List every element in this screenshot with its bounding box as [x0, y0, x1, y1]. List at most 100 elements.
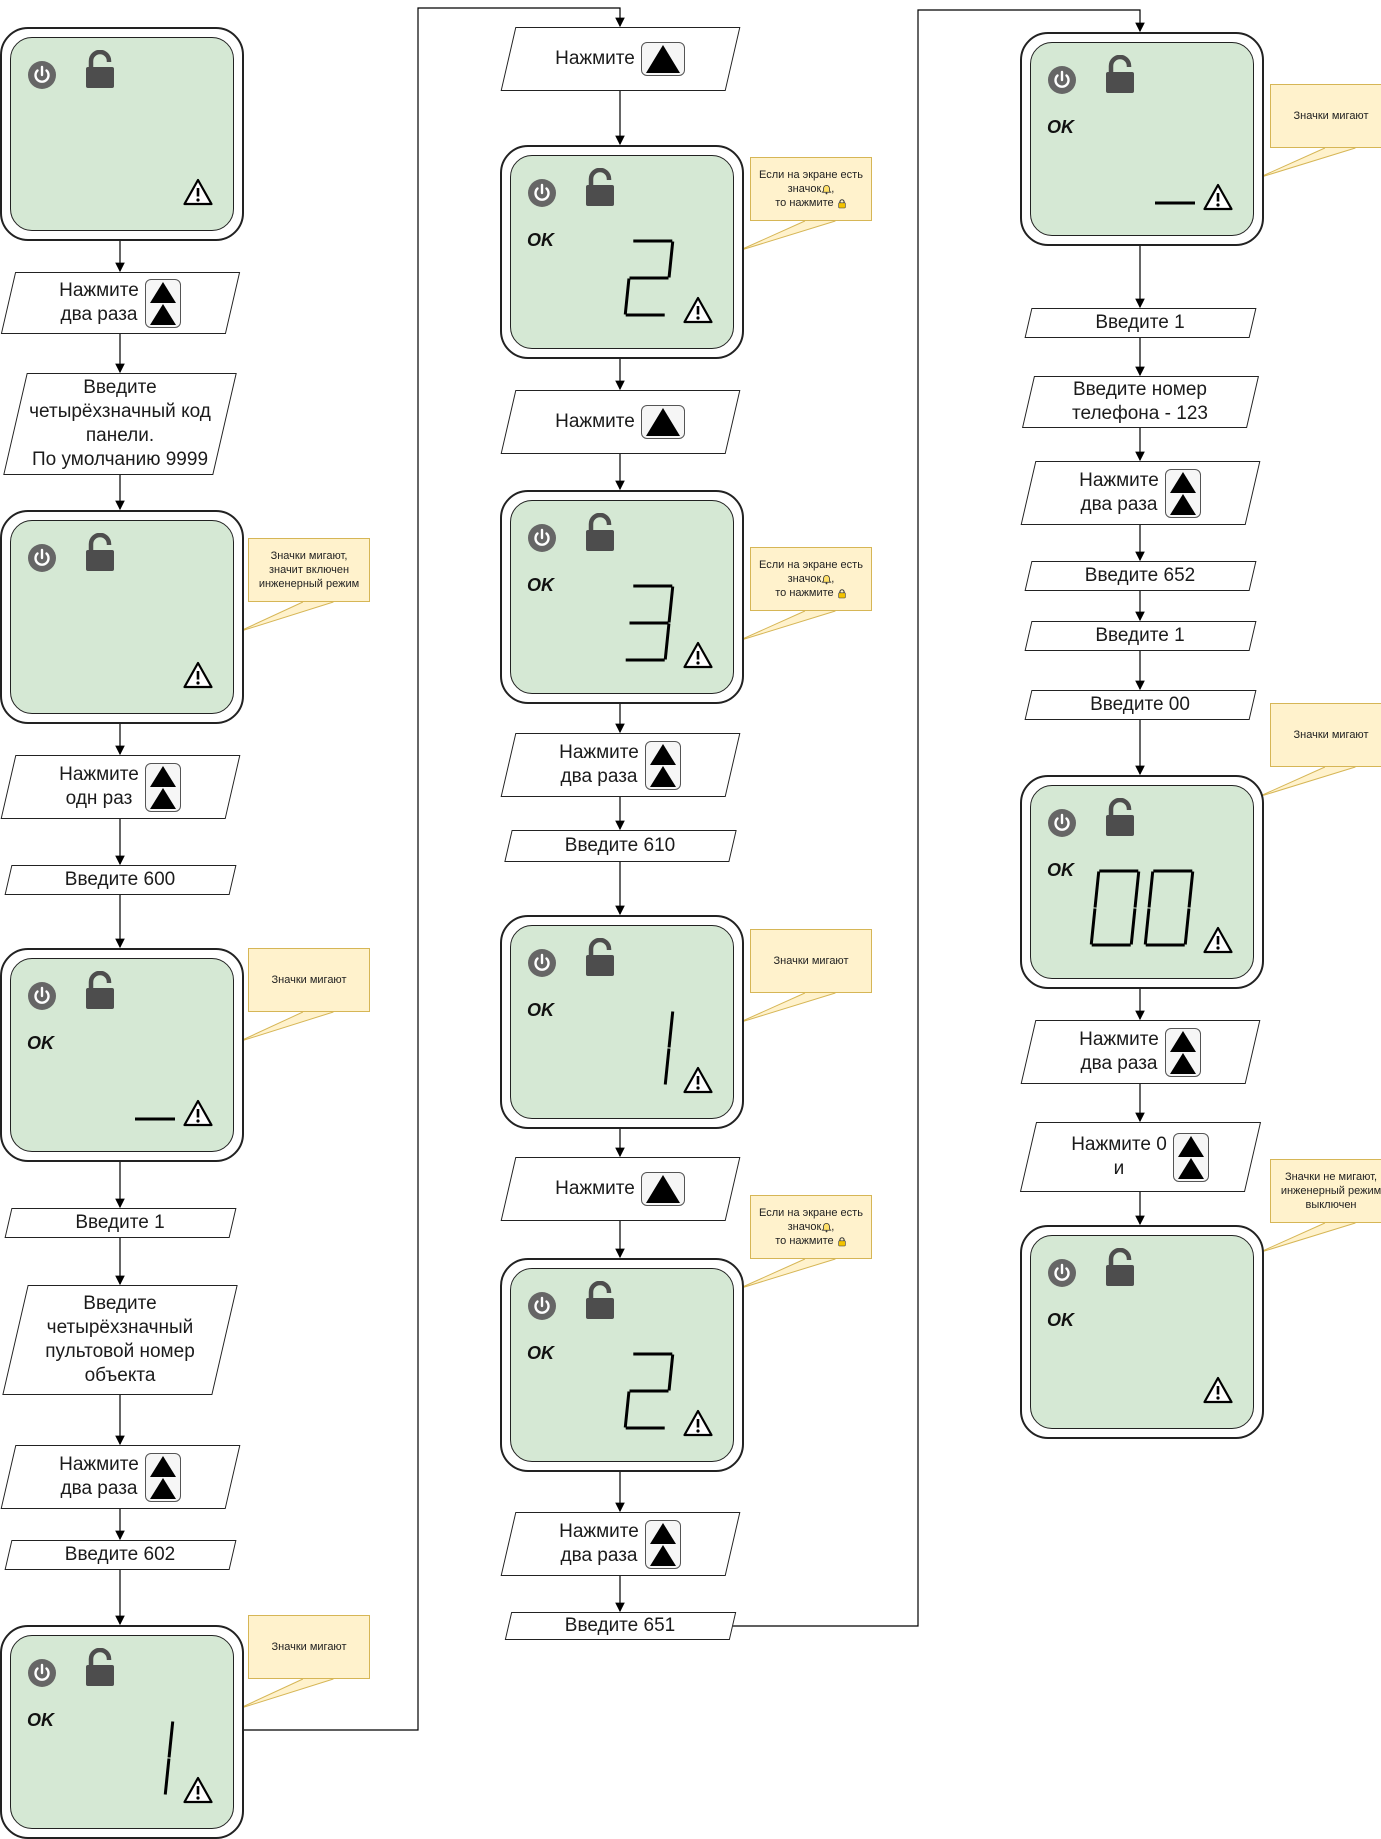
triangle-up-icon	[649, 1544, 676, 1566]
step-content: Нажмите два раза	[508, 733, 733, 797]
lcd-panel: OK	[0, 1625, 244, 1839]
power-icon	[27, 1658, 57, 1688]
note-text: Значки мигают	[271, 1641, 347, 1653]
triangle-up-icon	[645, 1175, 680, 1203]
power-icon	[527, 178, 557, 208]
arrow-up-key-icon[interactable]	[144, 762, 181, 812]
step-box: Введите 651	[504, 1612, 736, 1640]
lcd-panel: OK	[0, 948, 244, 1162]
ok-label: OK	[527, 1000, 554, 1020]
step-box: Нажмите два раза	[0, 272, 240, 334]
arrow-up-key-icon[interactable]	[640, 1172, 685, 1206]
step-box: Введите четырёхзначный код панели. По ум…	[3, 373, 237, 475]
step-label: Введите 652	[1084, 565, 1196, 586]
warning-icon	[183, 1099, 213, 1127]
step-box: Нажмите одн раз	[0, 755, 240, 819]
arrow-up-key-icon[interactable]	[644, 740, 681, 790]
ok-label: OK	[1047, 117, 1074, 137]
arrow-up-key-icon[interactable]	[1164, 468, 1201, 518]
lcd-panel: OK	[1020, 1225, 1264, 1439]
arrow-up-key-icon[interactable]	[144, 278, 181, 328]
arrow-up-key-icon[interactable]	[640, 42, 685, 76]
step-content: Нажмите	[508, 27, 733, 91]
arrow-up-key-icon[interactable]	[144, 1452, 181, 1502]
note-text-after: то нажмите	[775, 1235, 834, 1247]
lcd-panel	[0, 27, 244, 241]
note-text-after: то нажмите	[775, 197, 834, 209]
step-content: Нажмите два раза	[8, 1445, 233, 1509]
power-icon	[27, 981, 57, 1011]
arrow-up-key-icon[interactable]	[644, 1519, 681, 1569]
lock-icon	[583, 512, 617, 553]
power-icon	[527, 948, 557, 978]
step-content: Нажмите два раза	[1028, 1020, 1253, 1084]
triangle-up-icon	[1169, 1052, 1196, 1074]
arrow-up-key-icon[interactable]	[640, 405, 685, 439]
triangle-up-icon	[649, 765, 676, 787]
note-callout: Если на экране есть значок, то нажмите	[750, 547, 872, 611]
step-content: Введите 651	[508, 1612, 733, 1640]
triangle-up-icon	[645, 45, 680, 73]
lcd-panel: OK	[500, 915, 744, 1129]
lcd-screen: OK	[510, 925, 734, 1119]
lcd-panel: OK	[1020, 775, 1264, 989]
triangle-up-icon	[149, 765, 176, 787]
note-text-before: Если на экране есть значок	[759, 169, 863, 195]
triangle-up-icon	[649, 1522, 676, 1544]
step-content: Нажмите два раза	[8, 272, 233, 334]
note-callout: Значки мигают	[750, 929, 872, 993]
segment-digits	[623, 1352, 677, 1435]
note-text: Значки мигают, значит включен инженерный…	[258, 550, 360, 590]
arrow-up-key-icon[interactable]	[1164, 1027, 1201, 1077]
lcd-screen: OK	[510, 500, 734, 694]
step-label: Введите четырёхзначный пультовой номер о…	[45, 1293, 195, 1386]
triangle-up-icon	[1169, 471, 1196, 493]
lcd-panel: OK	[500, 1258, 744, 1472]
warning-icon	[683, 1409, 713, 1437]
ok-label: OK	[527, 575, 554, 595]
bell-icon	[821, 1222, 832, 1233]
power-icon	[527, 1291, 557, 1321]
step-box: Введите 00	[1024, 690, 1256, 720]
note-tail	[1257, 766, 1356, 798]
note-text-before: Если на экране есть значок	[759, 559, 863, 585]
warning-icon	[683, 641, 713, 669]
connector-arrow	[724, 9, 1145, 1627]
step-content: Нажмите два раза	[1028, 461, 1253, 525]
lock-icon	[83, 970, 117, 1011]
lock-icon	[83, 49, 117, 90]
step-label: Нажмите два раза	[59, 280, 139, 325]
step-box: Нажмите	[500, 1157, 740, 1221]
lcd-panel: OK	[1020, 32, 1264, 246]
bell-icon	[821, 184, 832, 195]
padlock-small-icon	[837, 198, 847, 209]
warning-icon	[683, 296, 713, 324]
step-box: Нажмите два раза	[1020, 461, 1260, 525]
segment-digits	[623, 584, 677, 667]
step-label: Нажмите	[555, 48, 635, 69]
step-content: Нажмите одн раз	[8, 755, 233, 819]
note-tail	[237, 1678, 334, 1710]
padlock-small-icon	[837, 588, 847, 599]
step-box: Нажмите два раза	[0, 1445, 240, 1509]
segment-digits	[133, 1103, 177, 1123]
arrow-up-key-icon[interactable]	[1172, 1132, 1209, 1182]
note-callout: Значки мигают	[1270, 84, 1381, 148]
power-icon	[1047, 808, 1077, 838]
note-tail	[1257, 147, 1356, 179]
step-label: Введите 1	[75, 1212, 165, 1233]
step-box: Введите 610	[503, 830, 737, 862]
step-content: Введите четырёхзначный пультовой номер о…	[15, 1285, 225, 1395]
step-box: Нажмите два раза	[500, 733, 740, 797]
lcd-screen: OK	[1030, 1235, 1254, 1429]
step-box: Введите четырёхзначный пультовой номер о…	[2, 1285, 238, 1395]
segment-digits	[623, 239, 677, 322]
note-callout: Значки мигают	[1270, 703, 1381, 767]
step-box: Введите 1	[4, 1208, 236, 1238]
triangle-up-icon	[149, 281, 176, 303]
lock-icon	[83, 1647, 117, 1688]
lock-icon	[1103, 54, 1137, 95]
lcd-panel	[0, 510, 244, 724]
step-label: Нажмите два раза	[559, 742, 639, 787]
ok-label: OK	[1047, 860, 1074, 880]
